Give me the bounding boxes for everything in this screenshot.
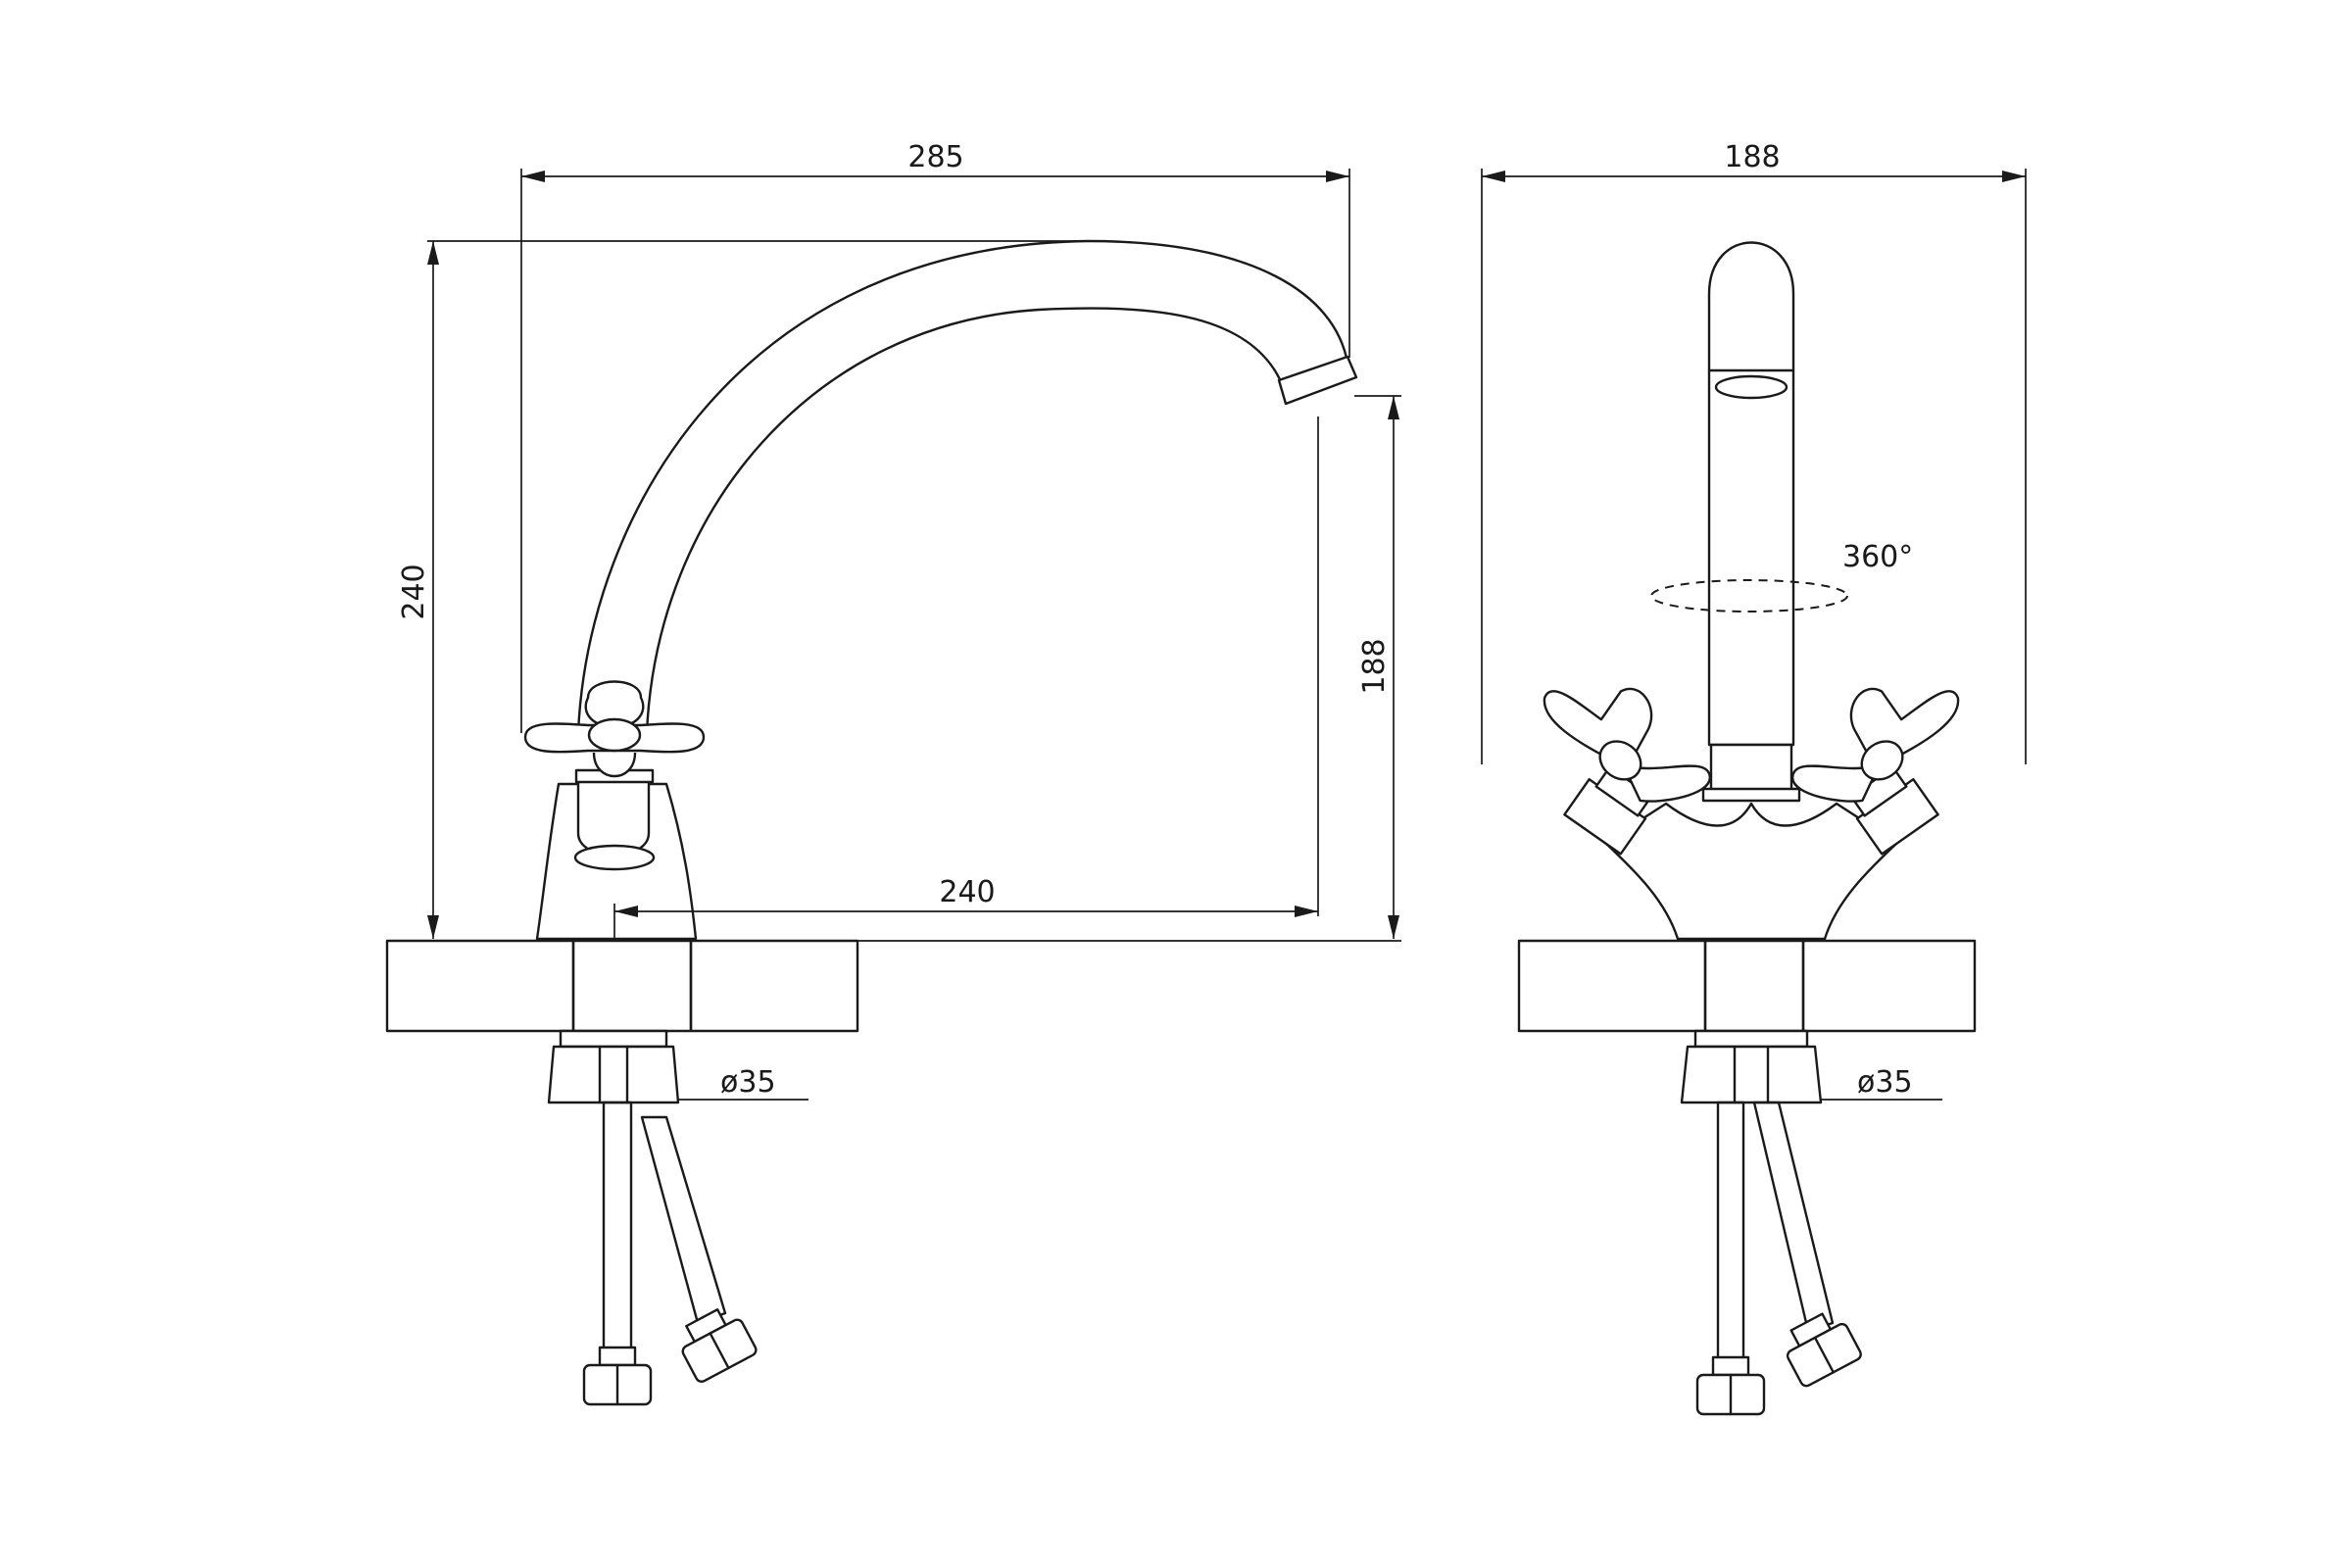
- dim-reach-240: 240: [613, 416, 1319, 939]
- dim-front-width-188: 188: [1481, 140, 2027, 764]
- countertop-left: [385, 939, 859, 1033]
- dim-label-diameter-left: ø35: [720, 1065, 776, 1100]
- dim-diameter-left: ø35: [678, 1065, 808, 1101]
- countertop-right: [1517, 939, 1977, 1033]
- dim-label-reach-240: 240: [939, 875, 995, 909]
- side-mounting-nut: [547, 1029, 680, 1104]
- front-view: 360°: [1481, 140, 2027, 1416]
- rotation-indicator: 360°: [1650, 540, 1913, 612]
- dim-label-width-285: 285: [907, 140, 963, 174]
- dim-width-285: 285: [520, 140, 1350, 733]
- front-mounting-nut: [1680, 1029, 1823, 1104]
- dim-label-front-width-188: 188: [1724, 140, 1780, 174]
- rotation-label: 360°: [1842, 540, 1913, 574]
- side-view: 285 240 188 240: [385, 140, 1401, 1406]
- front-spout: [1701, 241, 1801, 803]
- side-valve-body: [535, 768, 698, 941]
- dim-spout-height-188: 188: [1354, 395, 1401, 939]
- front-right-handle: [1790, 688, 1960, 856]
- dim-diameter-right: ø35: [1821, 1065, 1942, 1101]
- front-supply-hoses: [1695, 1101, 1862, 1416]
- front-left-handle: [1543, 688, 1712, 856]
- front-valve-body: [1603, 802, 1899, 941]
- side-cross-handle: [523, 680, 706, 778]
- dim-label-spout-height-188: 188: [1357, 638, 1392, 694]
- dim-label-height-240: 240: [397, 564, 431, 619]
- side-supply-hoses: [582, 1101, 758, 1406]
- dim-label-diameter-right: ø35: [1857, 1065, 1913, 1100]
- dim-height-240: 240: [397, 240, 1088, 939]
- side-spout: [576, 239, 1358, 735]
